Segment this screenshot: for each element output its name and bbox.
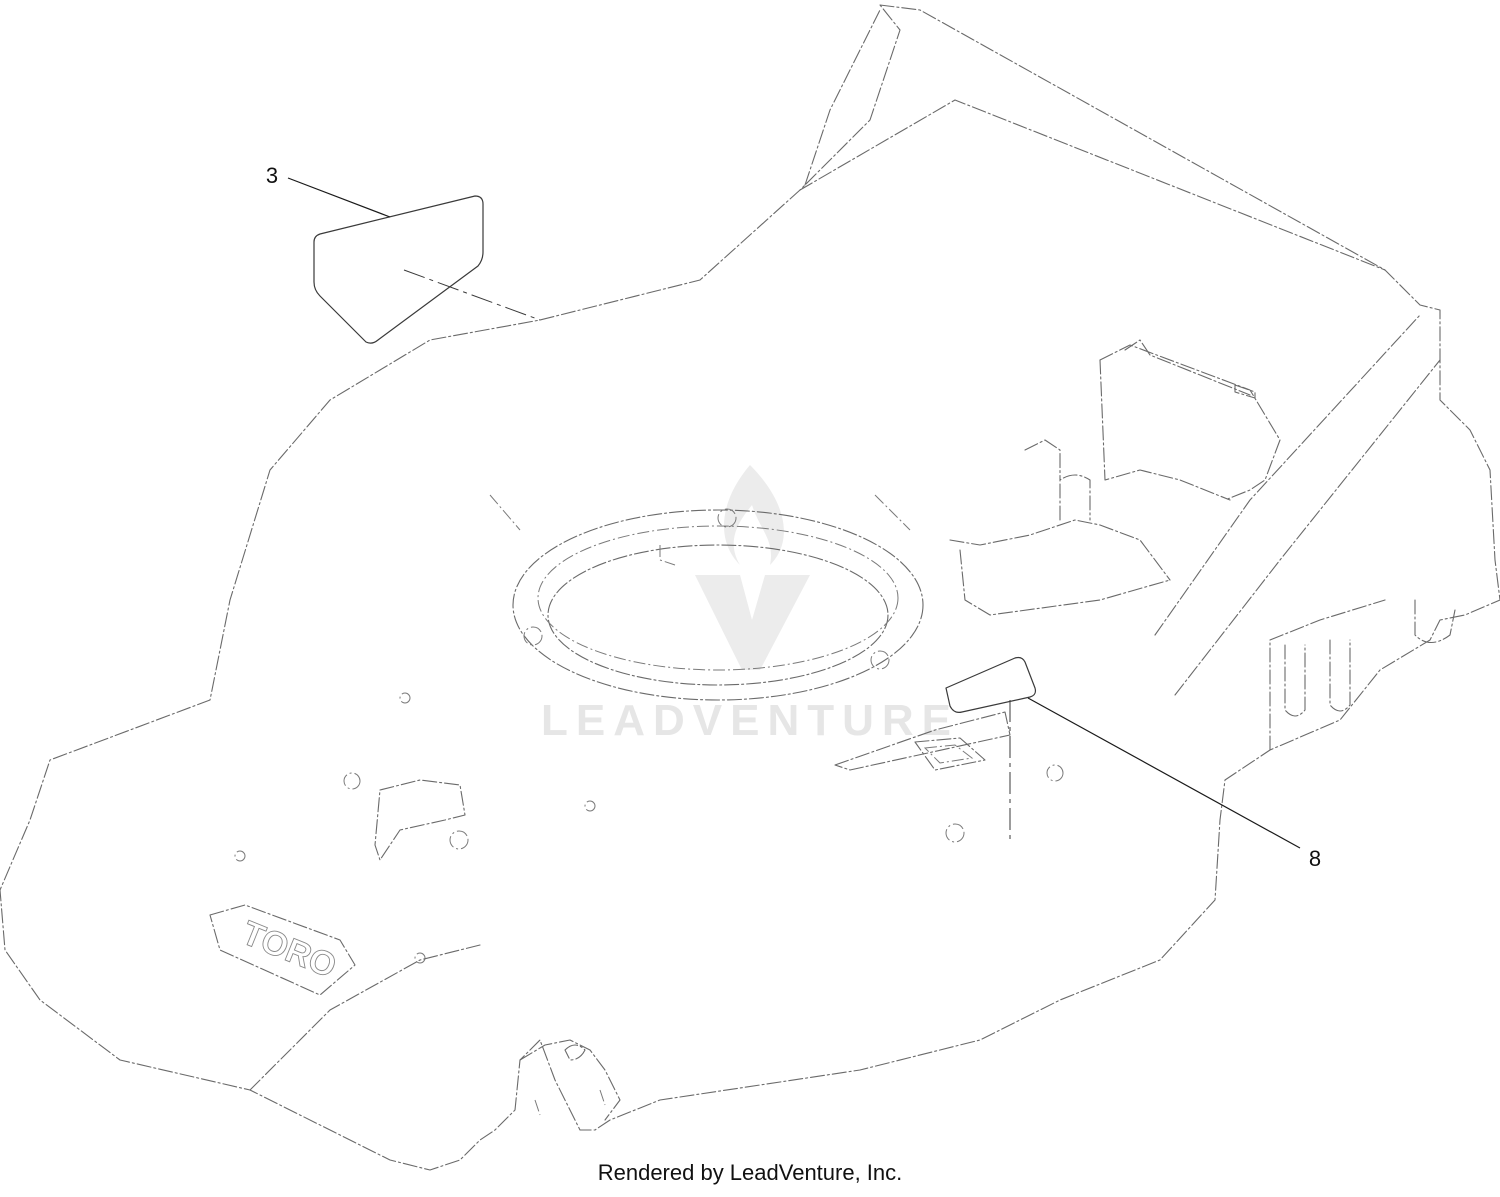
- rear-housing-ridge: [804, 9, 881, 186]
- leader-line-3: [287, 177, 391, 218]
- ring-hole-3: [870, 650, 890, 670]
- deck-hole-8: [414, 952, 426, 964]
- discharge-panel-edge: [1154, 314, 1421, 636]
- inner-channel-2: [959, 549, 1171, 616]
- side-panel: [1099, 344, 1281, 501]
- boss-1: [1059, 474, 1091, 521]
- ring-tab-1: [659, 545, 676, 566]
- deck-hole-6: [945, 823, 965, 843]
- rear-housing-edge: [799, 99, 1386, 271]
- ring-hole-1: [717, 508, 737, 528]
- decal-8[interactable]: [834, 656, 1037, 841]
- deck-cutout: [374, 779, 466, 861]
- callout-8[interactable]: 8: [1309, 846, 1321, 871]
- front-bracket-slot-1: [534, 1099, 541, 1116]
- deck-hole-4: [449, 830, 469, 850]
- side-panel-inner: [1099, 359, 1231, 501]
- decal-3-centerline: [403, 269, 541, 321]
- deck-hole-2: [343, 772, 361, 790]
- radial-guide-1: [489, 494, 521, 531]
- decal-8-outline-ghost: [834, 711, 1011, 771]
- decal-3[interactable]: [313, 195, 541, 344]
- watermark-text: LEADVENTURE: [541, 696, 959, 745]
- front-bracket-slot-2: [599, 1089, 606, 1106]
- front-bracket-hole: [564, 1044, 586, 1061]
- motor-ring-outer: [512, 509, 924, 701]
- deck-hole-3: [584, 800, 596, 812]
- deck-outline: [0, 4, 1500, 1171]
- boss-2: [1024, 439, 1061, 481]
- toro-logo: TORO: [209, 904, 356, 996]
- rear-foot: [1414, 599, 1456, 644]
- deck-hole-5: [234, 850, 246, 862]
- handle-boss-1: [1284, 644, 1306, 717]
- inner-channel: [949, 519, 1171, 581]
- front-skirt: [249, 944, 481, 1091]
- deck-hole-7: [1046, 764, 1064, 782]
- mower-deck: [0, 4, 1500, 1171]
- toro-logo-text: TORO: [237, 914, 342, 986]
- small-slot: [1234, 384, 1256, 399]
- leadventure-watermark: LEADVENTURE: [541, 465, 959, 745]
- footer-credit: Rendered by LeadVenture, Inc.: [597, 1160, 903, 1185]
- logo-plate: [209, 904, 356, 996]
- ring-hole-2: [523, 626, 543, 646]
- small-opening: [914, 737, 986, 771]
- motor-ring-step: [537, 525, 899, 671]
- side-wall-line: [1269, 599, 1386, 751]
- flame-logo-icon: [723, 465, 784, 565]
- side-tab: [1124, 339, 1251, 396]
- small-opening-inner: [923, 744, 974, 764]
- callout-3[interactable]: 3: [266, 163, 278, 188]
- v-logo-icon: [695, 575, 810, 670]
- radial-guide-2: [874, 494, 911, 531]
- discharge-panel-edge-2: [1174, 359, 1441, 696]
- motor-ring-inner: [547, 544, 889, 686]
- front-bracket: [519, 1039, 621, 1121]
- handle-boss-2: [1329, 639, 1351, 712]
- decal-3-shape: [313, 195, 484, 344]
- decal-8-shape: [945, 656, 1037, 713]
- deck-hole-1: [399, 692, 411, 704]
- leader-line-8: [1027, 697, 1301, 849]
